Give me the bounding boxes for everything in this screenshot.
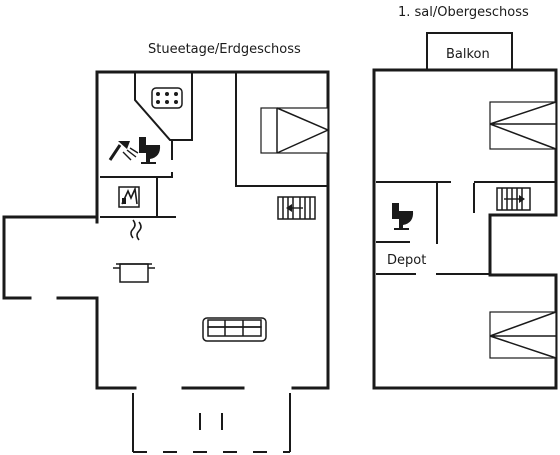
toilet-icon	[139, 137, 161, 164]
shower-icon	[108, 141, 139, 161]
depot-label: Depot	[387, 253, 426, 268]
bed-icon	[489, 311, 557, 359]
stairs-icon	[496, 187, 531, 211]
stairs-icon	[277, 196, 316, 220]
upper-floor-partitions	[376, 181, 556, 275]
upper-floor: 1. sal/Obergeschoss Balkon Depot	[372, 5, 558, 390]
ground-floor: Stueetage/Erdgeschoss	[2, 42, 330, 453]
toilet-icon	[392, 203, 414, 230]
sofa-icon	[202, 317, 267, 342]
balcony: Balkon	[426, 32, 513, 70]
balcony-label: Balkon	[446, 47, 490, 62]
ground-floor-partitions	[100, 72, 328, 218]
upper-floor-title: 1. sal/Obergeschoss	[398, 5, 529, 20]
ground-floor-title: Stueetage/Erdgeschoss	[148, 42, 301, 57]
cooking-pot-icon	[113, 219, 155, 283]
bed-icon	[260, 107, 330, 154]
terrace-outline	[132, 393, 291, 453]
bed-icon	[489, 101, 557, 150]
hot-tub-icon	[151, 87, 183, 109]
ground-floor-walls	[2, 70, 330, 390]
washing-machine-icon	[118, 186, 140, 208]
